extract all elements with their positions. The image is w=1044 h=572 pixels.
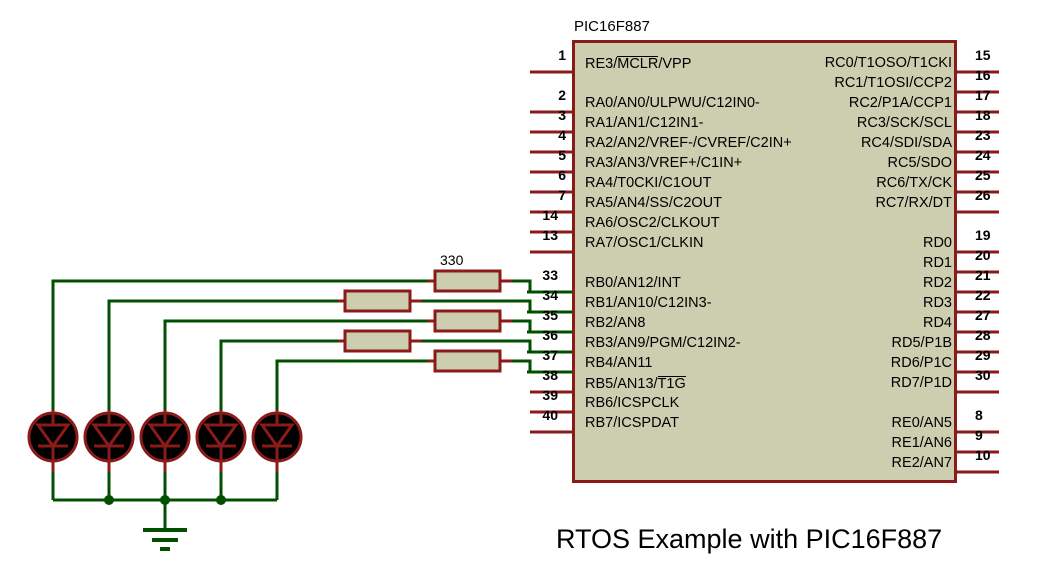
pin-number-5: 5 [558,147,566,163]
net-rb2 [163,309,573,413]
ic-package-body [572,40,957,483]
pin-label-ra4: RA4/T0CKI/C1OUT [585,175,712,191]
pin-label-rb0: RB0/AN12/INT [585,275,681,291]
pin-label-rd6: RD6/P1C [890,355,952,371]
pin-label-rd4: RD4 [922,315,952,331]
pin-label-re3: RE3/MCLR/VPP [585,56,692,72]
pin-number-14: 14 [542,207,558,223]
pin-label-rd5: RD5/P1B [891,335,952,351]
pin-number-10: 10 [975,447,991,463]
ic-name-label: PIC16F887 [574,18,650,35]
pin-label-ra7: RA7/OSC1/CLKIN [585,235,704,251]
pin-label-rb7: RB7/ICSPDAT [585,415,680,431]
pin-number-17: 17 [975,87,991,103]
led-1 [27,411,79,463]
resistor-value-label: 330 [440,252,464,268]
pin-label-re2: RE2/AN7 [891,455,952,471]
pin-label-rb4: RB4/AN11 [585,355,653,371]
net-rb3 [219,329,573,413]
pin-number-36: 36 [542,327,558,343]
pin-label-rb1: RB1/AN10/C12IN3- [585,295,712,311]
pin-label-rc5: RC5/SDO [887,155,952,171]
pin-label-rc6: RC6/TX/CK [876,175,952,191]
pin-number-26: 26 [975,187,991,203]
pin-label-rc4: RC4/SDI/SDA [860,135,952,151]
pin-number-13: 13 [542,227,558,243]
pin-label-t1g-overline: T1G [657,376,686,392]
pin-label-rc7: RC7/RX/DT [875,195,952,211]
right-pin-stubs [956,70,999,474]
net-rb4 [275,349,573,413]
led-3 [139,411,191,463]
pin-number-33: 33 [542,267,558,283]
pin-label-mclr-overline: MCLR [617,56,659,72]
pin-number-22: 22 [975,287,991,303]
pin-number-20: 20 [975,247,991,263]
pin-number-2: 2 [558,87,566,103]
schematic-title: RTOS Example with PIC16F887 [556,524,943,554]
pin-number-15: 15 [975,47,991,63]
led-2 [83,411,135,463]
pin-number-27: 27 [975,307,991,323]
pin-label-ra5: RA5/AN4/SS/C2OUT [585,195,722,211]
pin-number-24: 24 [975,147,991,163]
pin-label-ra2: RA2/AN2/VREF-/CVREF/C2IN+ [585,135,792,151]
pin-number-16: 16 [975,67,991,83]
pin-number-37: 37 [542,347,558,363]
pin-label-ra1: RA1/AN1/C12IN1- [585,115,704,131]
pin-number-38: 38 [542,367,558,383]
pin-number-3: 3 [558,107,566,123]
pin-label-rb3: RB3/AN9/PGM/C12IN2- [585,335,741,351]
pin-label-rd7: RD7/P1D [890,375,952,391]
pin-number-39: 39 [542,387,558,403]
led-5 [251,411,303,463]
pin-label-ra3: RA3/AN3/VREF+/C1IN+ [585,155,743,171]
pin-label-rc3: RC3/SCK/SCL [856,115,952,131]
pin-number-1: 1 [558,47,566,63]
ground-icon [143,500,187,551]
pin-label-rd3: RD3 [922,295,952,311]
pin-number-19: 19 [975,227,991,243]
pin-label-re0: RE0/AN5 [891,415,952,431]
pin-label-rb5: RB5/AN13/T1G [585,376,686,392]
led-4 [195,411,247,463]
net-rb0 [51,269,573,413]
pin-number-21: 21 [975,267,991,283]
pin-number-40: 40 [542,407,558,423]
pin-number-23: 23 [975,127,991,143]
pin-number-6: 6 [558,167,566,183]
pin-label-rd1: RD1 [922,255,952,271]
pin-label-rd2: RD2 [922,275,952,291]
pin-number-8: 8 [975,407,983,423]
pin-label-rc0: RC0/T1OSO/T1CKI [824,55,952,71]
pin-number-28: 28 [975,327,991,343]
pin-number-25: 25 [975,167,991,183]
pin-label-re1: RE1/AN6 [891,435,952,451]
pin-number-35: 35 [542,307,558,323]
net-rb1 [107,289,573,413]
pin-number-4: 4 [558,127,566,143]
pin-label-rc1: RC1/T1OSI/CCP2 [834,75,952,91]
pin-number-30: 30 [975,367,991,383]
led-bodies [27,411,303,463]
pin-label-rc2: RC2/P1A/CCP1 [848,95,952,111]
pin-label-ra6: RA6/OSC2/CLKOUT [585,215,720,231]
pin-label-ra0: RA0/AN0/ULPWU/C12IN0- [585,95,760,111]
pin-number-9: 9 [975,427,983,443]
pin-number-34: 34 [542,287,558,303]
pin-number-29: 29 [975,347,991,363]
pin-number-7: 7 [558,187,566,203]
pin-label-rd0: RD0 [922,235,952,251]
pin-label-rb2: RB2/AN8 [585,315,646,331]
pin-number-18: 18 [975,107,991,123]
pin-label-rb6: RB6/ICSPCLK [585,395,680,411]
